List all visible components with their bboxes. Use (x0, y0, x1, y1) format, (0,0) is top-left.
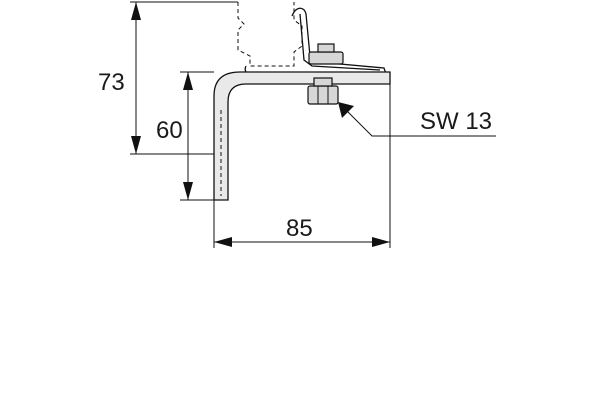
dimension-width: 85 (213, 84, 391, 248)
dimension-label-85: 85 (286, 215, 313, 242)
dimension-label-60: 60 (156, 117, 183, 144)
bolt-nut (307, 43, 344, 105)
dimension-height-total: 73 (98, 1, 238, 155)
dimension-label-73: 73 (98, 69, 125, 96)
dimension-height-bracket: 60 (156, 71, 214, 201)
leader-wrench-size: SW 13 (338, 102, 496, 137)
wrench-size-label: SW 13 (420, 108, 492, 135)
rail-profile-dashed (237, 2, 303, 67)
spring-clip (244, 7, 387, 75)
l-bracket (213, 71, 391, 201)
